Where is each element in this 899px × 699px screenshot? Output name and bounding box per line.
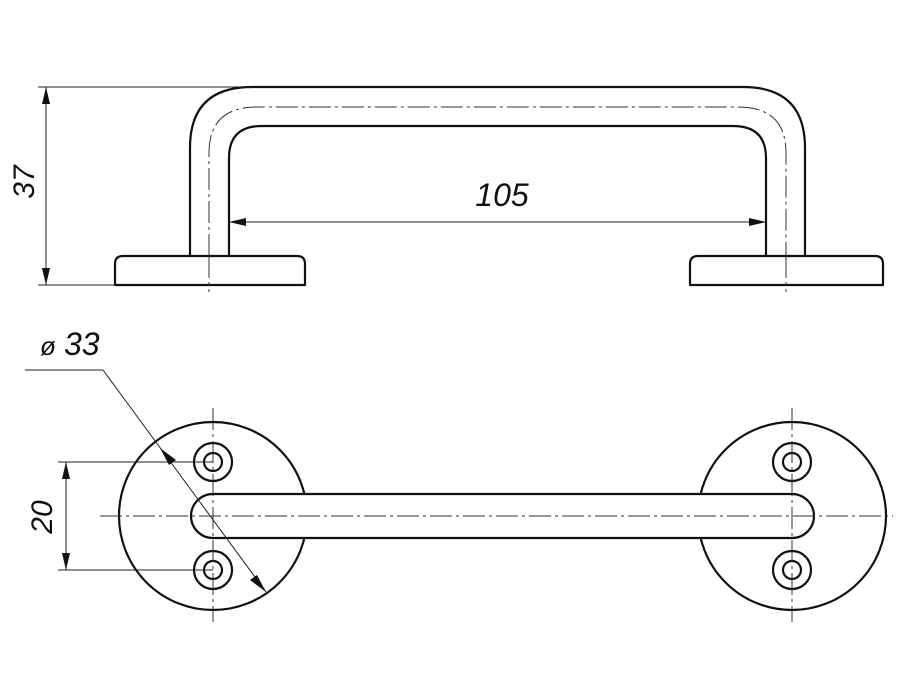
- left-base-plate: [113, 254, 307, 287]
- diameter-arrow-bottom: [250, 575, 266, 592]
- spacing-arrow-top: [62, 462, 70, 479]
- diameter-leader-diagonal: [102, 369, 267, 593]
- height-arrow-bottom: [42, 268, 50, 285]
- spacing-dimension-label: 20: [26, 500, 59, 535]
- diameter-dimension-label: 33: [64, 326, 100, 362]
- diameter-arrow-top: [160, 448, 176, 465]
- top-view: 20 ø 33: [25, 326, 893, 622]
- side-view: 37 105: [8, 85, 885, 292]
- handle-tube-inner-edge: [227, 124, 768, 258]
- span-arrow-right: [749, 218, 766, 226]
- height-arrow-top: [42, 87, 50, 104]
- spacing-arrow-bottom: [62, 553, 70, 570]
- diameter-symbol: ø: [40, 331, 56, 361]
- span-dimension-label: 105: [475, 177, 529, 213]
- span-arrow-left: [229, 218, 246, 226]
- handle-tube-outer-edge: [188, 85, 807, 258]
- height-dimension-label: 37: [8, 164, 41, 199]
